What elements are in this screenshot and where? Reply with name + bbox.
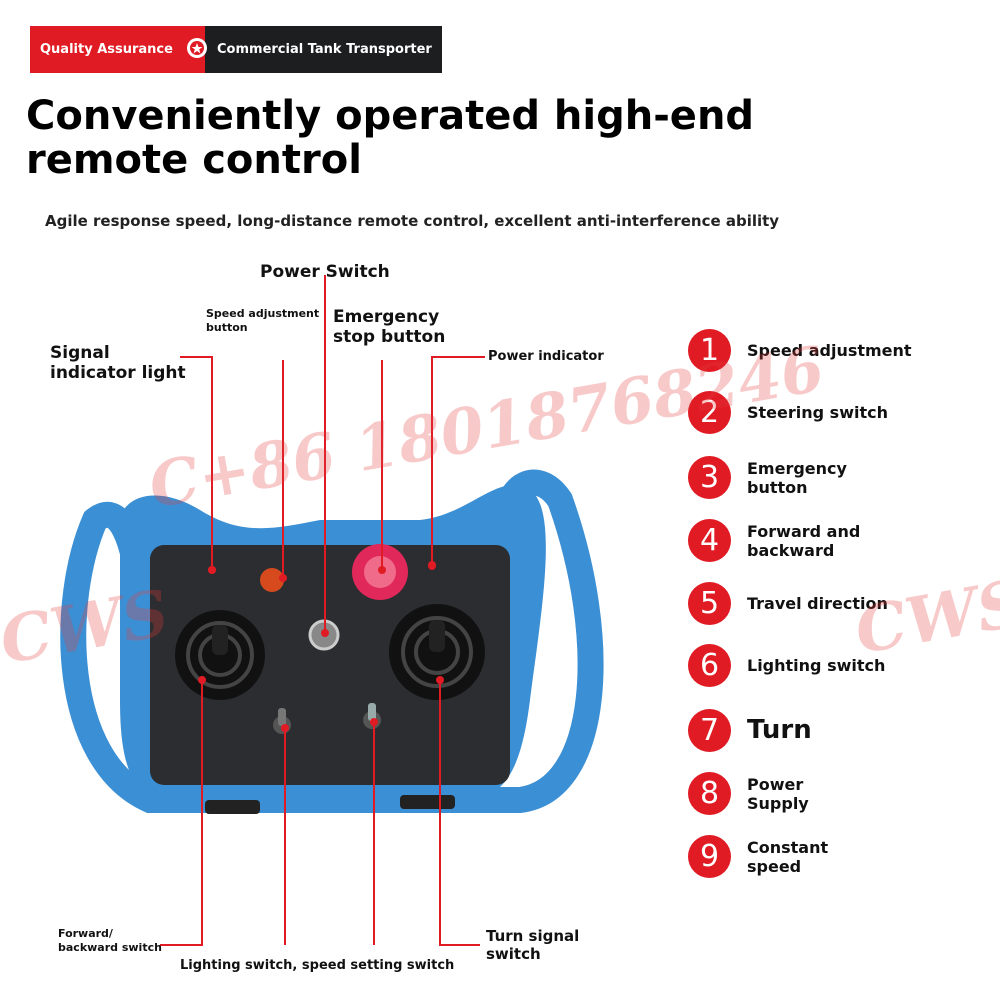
- control-panel: [150, 545, 510, 785]
- legend-item: 8 Power Supply: [688, 772, 817, 815]
- speed-knob: [260, 568, 284, 592]
- legend-label: Speed adjustment: [747, 341, 912, 360]
- page-subtitle: Agile response speed, long-distance remo…: [45, 212, 780, 230]
- legend-number: 7: [688, 709, 731, 752]
- callout-emergency-stop: Emergency stop button: [333, 307, 446, 347]
- legend-label: Constant speed: [747, 837, 829, 876]
- legend-number: 9: [688, 835, 731, 878]
- legend-item: 6 Lighting switch: [688, 644, 967, 687]
- left-joystick: [175, 610, 265, 700]
- header-badge: Quality Assurance Commercial Tank Transp…: [30, 26, 442, 73]
- callout-lighting-speed: Lighting switch, speed setting switch: [180, 958, 455, 973]
- legend-number: 4: [688, 519, 731, 562]
- legend-number: 1: [688, 329, 731, 372]
- product-tag: Commercial Tank Transporter: [205, 26, 442, 73]
- legend-label: Forward and backward: [747, 521, 861, 560]
- legend-label: Travel direction: [747, 594, 888, 613]
- quality-assurance-tag: Quality Assurance: [30, 26, 207, 73]
- legend-number: 2: [688, 391, 731, 434]
- legend-item: 1 Speed adjustment: [688, 329, 967, 372]
- medal-icon: [187, 38, 207, 58]
- legend-item: 9 Constant speed: [688, 835, 837, 878]
- page-title: Conveniently operated high-end remote co…: [26, 93, 755, 183]
- legend-number: 8: [688, 772, 731, 815]
- right-joystick: [389, 604, 485, 700]
- legend-item: 3 Emergency button: [688, 456, 857, 499]
- product-tag-label: Commercial Tank Transporter: [217, 42, 432, 57]
- legend-label: Turn: [747, 715, 812, 745]
- callout-forward-backward: Forward/ backward switch: [58, 927, 162, 954]
- legend-label: Steering switch: [747, 403, 888, 422]
- legend-item: 7 Turn: [688, 709, 967, 752]
- legend-label: Power Supply: [747, 774, 809, 813]
- callout-speed-adjustment: Speed adjustment button: [206, 307, 320, 334]
- legend-label: Lighting switch: [747, 656, 886, 675]
- legend-number: 3: [688, 456, 731, 499]
- legend-number: 6: [688, 644, 731, 687]
- callout-power-switch: Power Switch: [260, 262, 390, 282]
- legend-label: Emergency button: [747, 458, 847, 497]
- callout-turn-signal: Turn signal switch: [486, 927, 580, 963]
- legend-item: 4 Forward and backward: [688, 519, 867, 562]
- legend-number: 5: [688, 582, 731, 625]
- callout-signal-light: Signal indicator light: [50, 343, 186, 383]
- legend-item: 2 Steering switch: [688, 391, 967, 434]
- callout-power-indicator: Power indicator: [488, 349, 604, 364]
- quality-assurance-label: Quality Assurance: [40, 42, 173, 57]
- legend-item: 5 Travel direction: [688, 582, 967, 625]
